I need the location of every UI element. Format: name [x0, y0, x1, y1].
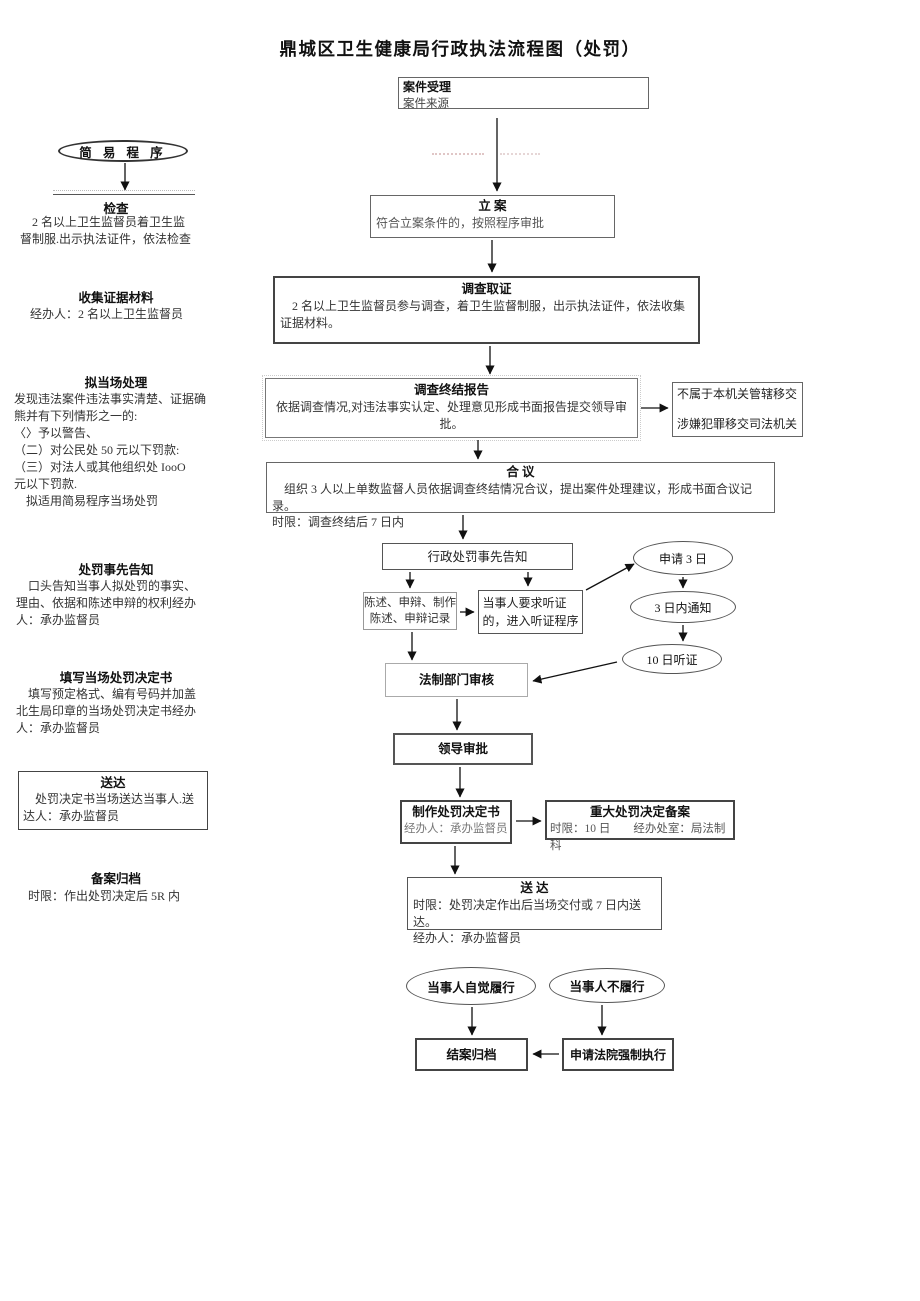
sidebar-heading-prior-notice: 处罚事先告知 — [78, 563, 154, 577]
node-transfer-line2: 涉嫌犯罪移交司法机关 — [677, 417, 798, 431]
node-legal-review: 法制部门审核 — [385, 663, 528, 697]
node-major-decision-record-body: 时限：10 日 经办处室：局法制科 — [550, 823, 726, 852]
node-final-report: 调查终结报告 依据调查情况,对违法事实认定、处理意见形成书面报告提交领导审批。 — [262, 375, 641, 441]
node-final-report-body: 依据调查情况,对违法事实认定、处理意见形成书面报告提交领导审批。 — [275, 400, 627, 431]
sidebar-heading-onsite-handling: 拟当场处理 — [84, 376, 148, 390]
sidebar-box-delivery: 送达 处罚决定书当场送达当事人.送 达人：承办监督员 — [18, 771, 208, 830]
node-investigation-body: 2 名以上卫生监督员参与调查，着卫生监督制服，出示执法证件，依法收集证据材料。 — [280, 299, 686, 330]
node-simple-procedure: 简 易 程 序 — [58, 140, 188, 162]
sidebar-heading-onsite-decision-doc: 填写当场处罚决定书 — [59, 671, 173, 685]
node-hearing-request: 当事人要求听证 的，进入听证程序 — [478, 590, 583, 634]
node-major-decision-record: 重大处罚决定备案 时限：10 日 经办处室：局法制科 — [545, 800, 735, 852]
node-case-closing: 结案归档 — [415, 1038, 528, 1071]
watermark-dots — [432, 153, 484, 155]
sidebar-body-collect-evidence: 经办人：2 名以上卫生监督员 — [30, 307, 184, 321]
sidebar-body-onsite-handling: 发现违法案件违法事实清楚、证据确 熊并有下列情形之一的: 〈〉予以警告、 （二）… — [14, 392, 207, 508]
node-final-report-title: 调查终结报告 — [413, 383, 489, 397]
node-investigation: 调查取证 2 名以上卫生监督员参与调查，着卫生监督制服，出示执法证件，依法收集证… — [273, 276, 700, 344]
node-voluntary-compliance: 当事人自觉履行 — [406, 967, 536, 1005]
sidebar-body-delivery: 处罚决定书当场送达当事人.送 达人：承办监督员 — [23, 792, 195, 823]
node-transfer-line1: 不属于本机关管辖移交 — [677, 387, 798, 401]
node-court-enforcement: 申请法院强制执行 — [562, 1038, 674, 1071]
node-deliberation-title: 合 议 — [506, 465, 535, 479]
watermark-dots-2 — [500, 153, 540, 155]
node-delivery: 送 达 时限：处罚决定作出后当场交付或 7 日内送达。 经办人：承办监督员 — [407, 877, 662, 945]
node-case-filing-title: 立 案 — [478, 199, 507, 213]
node-major-decision-record-title: 重大处罚决定备案 — [589, 805, 690, 819]
sidebar-body-check: 2 名以上卫生监督员着卫生监 督制服.出示执法证件，依法检查 — [20, 215, 192, 246]
node-investigation-title: 调查取证 — [461, 282, 512, 296]
node-make-decision: 制作处罚决定书 经办人：承办监督员 — [400, 800, 512, 844]
sidebar-heading-check: 检查 — [103, 202, 129, 216]
sidebar-body-onsite-decision-doc: 填写预定格式、编有号码并加盖 北生局印章的当场处罚决定书经办 人：承办监督员 — [16, 687, 197, 735]
sidebar-heading-delivery: 送达 — [100, 776, 126, 790]
node-deliberation-body: 组织 3 人以上单数监督人员依据调查终结情况合议，提出案件处理建议，形成书面合议… — [272, 482, 753, 529]
node-transfer: 不属于本机关管辖移交 涉嫌犯罪移交司法机关 — [672, 382, 803, 437]
node-noncompliance: 当事人不履行 — [549, 968, 665, 1003]
node-case-filing: 立 案 符合立案条件的，按照程序审批 — [370, 195, 615, 238]
sidebar-body-prior-notice: 口头告知当事人拟处罚的事实、 理由、依据和陈述申辩的权利经办 人：承办监督员 — [16, 579, 197, 627]
node-delivery-body: 时限：处罚决定作出后当场交付或 7 日内送达。 经办人：承办监督员 — [413, 898, 642, 945]
divider-line — [53, 194, 195, 195]
node-make-decision-body: 经办人：承办监督员 — [404, 823, 508, 835]
sidebar-body-filing-record: 时限：作出处罚决定后 5R 内 — [28, 889, 181, 903]
sidebar-heading-filing-record: 备案归档 — [90, 872, 141, 886]
node-hearing-10-days: 10 日听证 — [622, 644, 722, 674]
divider-dotted — [53, 190, 195, 191]
sidebar-heading-collect-evidence: 收集证据材料 — [78, 291, 154, 305]
node-case-intake-title: 案件受理 — [403, 80, 452, 94]
node-notify-3-days: 3 日内通知 — [630, 591, 736, 623]
node-case-filing-body: 符合立案条件的，按照程序审批 — [376, 216, 545, 230]
node-punishment-prior-notice: 行政处罚事先告知 — [382, 543, 573, 570]
node-make-decision-title: 制作处罚决定书 — [412, 805, 500, 819]
node-deliberation: 合 议 组织 3 人以上单数监督人员依据调查终结情况合议，提出案件处理建议，形成… — [266, 462, 775, 529]
node-case-intake: 案件受理 案件来源 — [398, 77, 649, 110]
node-delivery-title: 送 达 — [520, 881, 549, 895]
node-leader-approval: 领导审批 — [393, 733, 533, 765]
node-statement-defense: 陈述、申辩、制作 陈述、申辩记录 — [363, 592, 457, 630]
page-title: 鼎城区卫生健康局行政执法流程图（处罚） — [279, 39, 641, 59]
node-case-intake-body: 案件来源 — [403, 98, 449, 110]
node-apply-3-days: 申请 3 日 — [633, 541, 733, 575]
